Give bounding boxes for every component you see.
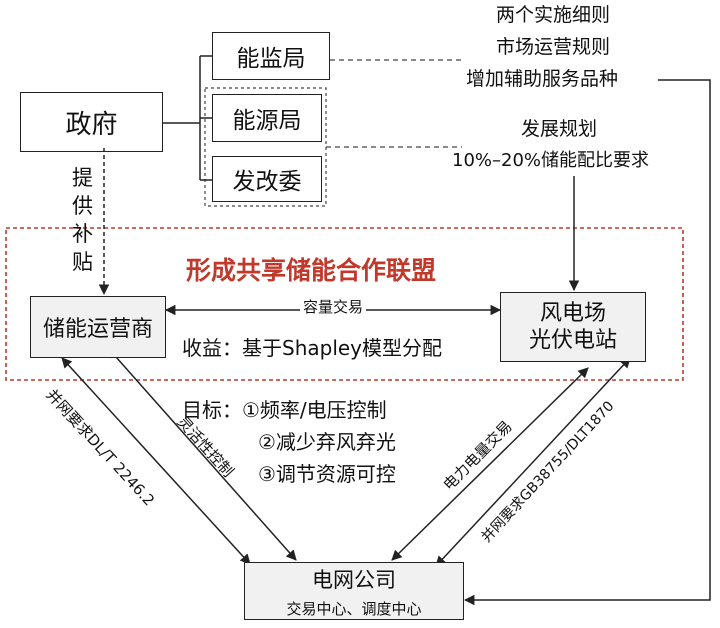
renewable-label-2: 光伏电站 xyxy=(528,328,617,353)
subsidy-char-1: 提 xyxy=(72,166,93,190)
capacity-trade-label: 容量交易 xyxy=(300,300,367,315)
ndrc-label: 发改委 xyxy=(232,169,302,195)
goal-line-1: 目标：①频率/电压控制 xyxy=(182,398,387,422)
subsidy-char-4: 贴 xyxy=(72,250,93,274)
alliance-title: 形成共享储能合作联盟 xyxy=(186,256,437,285)
subsidy-char-3: 补 xyxy=(72,222,93,246)
grid-company-title: 电网公司 xyxy=(312,567,396,592)
storage-operator-label: 储能运营商 xyxy=(42,317,153,342)
goal-line-2: ②减少弃风弃光 xyxy=(258,430,396,454)
grid-company-subtitle: 交易中心、调度中心 xyxy=(286,599,422,618)
renewable-box: 风电场 光伏电站 xyxy=(500,292,646,362)
policy-line-2: 市场运营规则 xyxy=(496,36,611,58)
renewable-label-1: 风电场 xyxy=(539,300,606,326)
policy-line-1: 两个实施细则 xyxy=(496,4,611,26)
alliance-boundary xyxy=(5,227,684,381)
policy-line-3: 增加辅助服务品种 xyxy=(466,68,619,90)
storage-operator-box: 储能运营商 xyxy=(30,296,166,358)
planning-line-2: 10%–20%储能配比要求 xyxy=(452,150,650,171)
energy-regulator-box: 能监局 xyxy=(212,32,330,80)
planning-line-1: 发展规划 xyxy=(521,118,598,140)
left-diag-arrow-b xyxy=(107,347,297,561)
goal-line-3: ③调节资源可控 xyxy=(258,462,396,486)
right-diag-arrow-b xyxy=(435,357,631,567)
subsidy-char-2: 供 xyxy=(72,194,93,218)
government-box: 政府 xyxy=(20,92,163,152)
government-label: 政府 xyxy=(65,109,118,140)
revenue-text: 收益：基于Shapley模型分配 xyxy=(182,336,443,360)
energy-bureau-label: 能源局 xyxy=(232,108,302,134)
energy-regulator-label: 能监局 xyxy=(236,46,306,72)
ndrc-box: 发改委 xyxy=(212,156,322,202)
grid-company-box: 电网公司 交易中心、调度中心 xyxy=(244,562,464,620)
policy-to-grid-arrow xyxy=(463,79,711,606)
energy-bureau-box: 能源局 xyxy=(212,94,322,142)
